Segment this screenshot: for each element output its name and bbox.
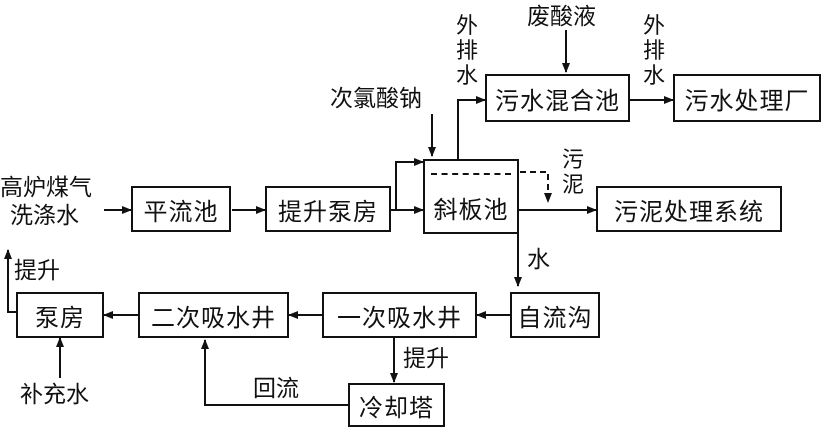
pingliuchi-box: 平流池: [131, 186, 231, 232]
xiebanchi-water-line: [431, 173, 511, 175]
waste-acid-label: 废酸液: [527, 4, 596, 30]
external-drain-label-2: 外排水: [642, 14, 665, 89]
pump-house-box: 提升泵房: [265, 186, 391, 232]
xiebanchi-box: 斜板池: [423, 159, 519, 234]
sludge-label: 污泥: [561, 148, 584, 198]
pump-room-box: 泵房: [16, 292, 104, 338]
sodium-hypochlorite-label: 次氯酸钠: [330, 86, 422, 112]
source-label-line2: 洗涤水: [10, 203, 79, 229]
arrow-xiebanchi-to-mixing-pool: [457, 96, 486, 160]
water-label: 水: [527, 247, 550, 273]
lift-label-left: 提升: [14, 258, 60, 284]
lift-label-bottom: 提升: [403, 346, 449, 372]
source-label-line1: 高炉煤气: [0, 175, 92, 201]
sludge-system-box: 污泥处理系统: [596, 186, 782, 232]
gutter-box: 自流沟: [510, 292, 600, 338]
primary-well-box: 一次吸水井: [322, 292, 477, 338]
arrow-pump-house-bypass: [395, 158, 424, 210]
xiebanchi-label: 斜板池: [433, 196, 509, 224]
cooling-tower-box: 冷却塔: [348, 383, 445, 427]
external-drain-label-1: 外排水: [455, 14, 478, 89]
mixing-pool-box: 污水混合池: [485, 74, 630, 122]
arrow-pump-room-lift: [3, 249, 16, 313]
return-flow-label: 回流: [253, 376, 299, 402]
arrow-cooling-tower-return: [201, 339, 348, 406]
secondary-well-box: 二次吸水井: [138, 292, 289, 338]
treatment-plant-box: 污水处理厂: [673, 74, 821, 122]
makeup-water-label: 补充水: [20, 382, 89, 408]
